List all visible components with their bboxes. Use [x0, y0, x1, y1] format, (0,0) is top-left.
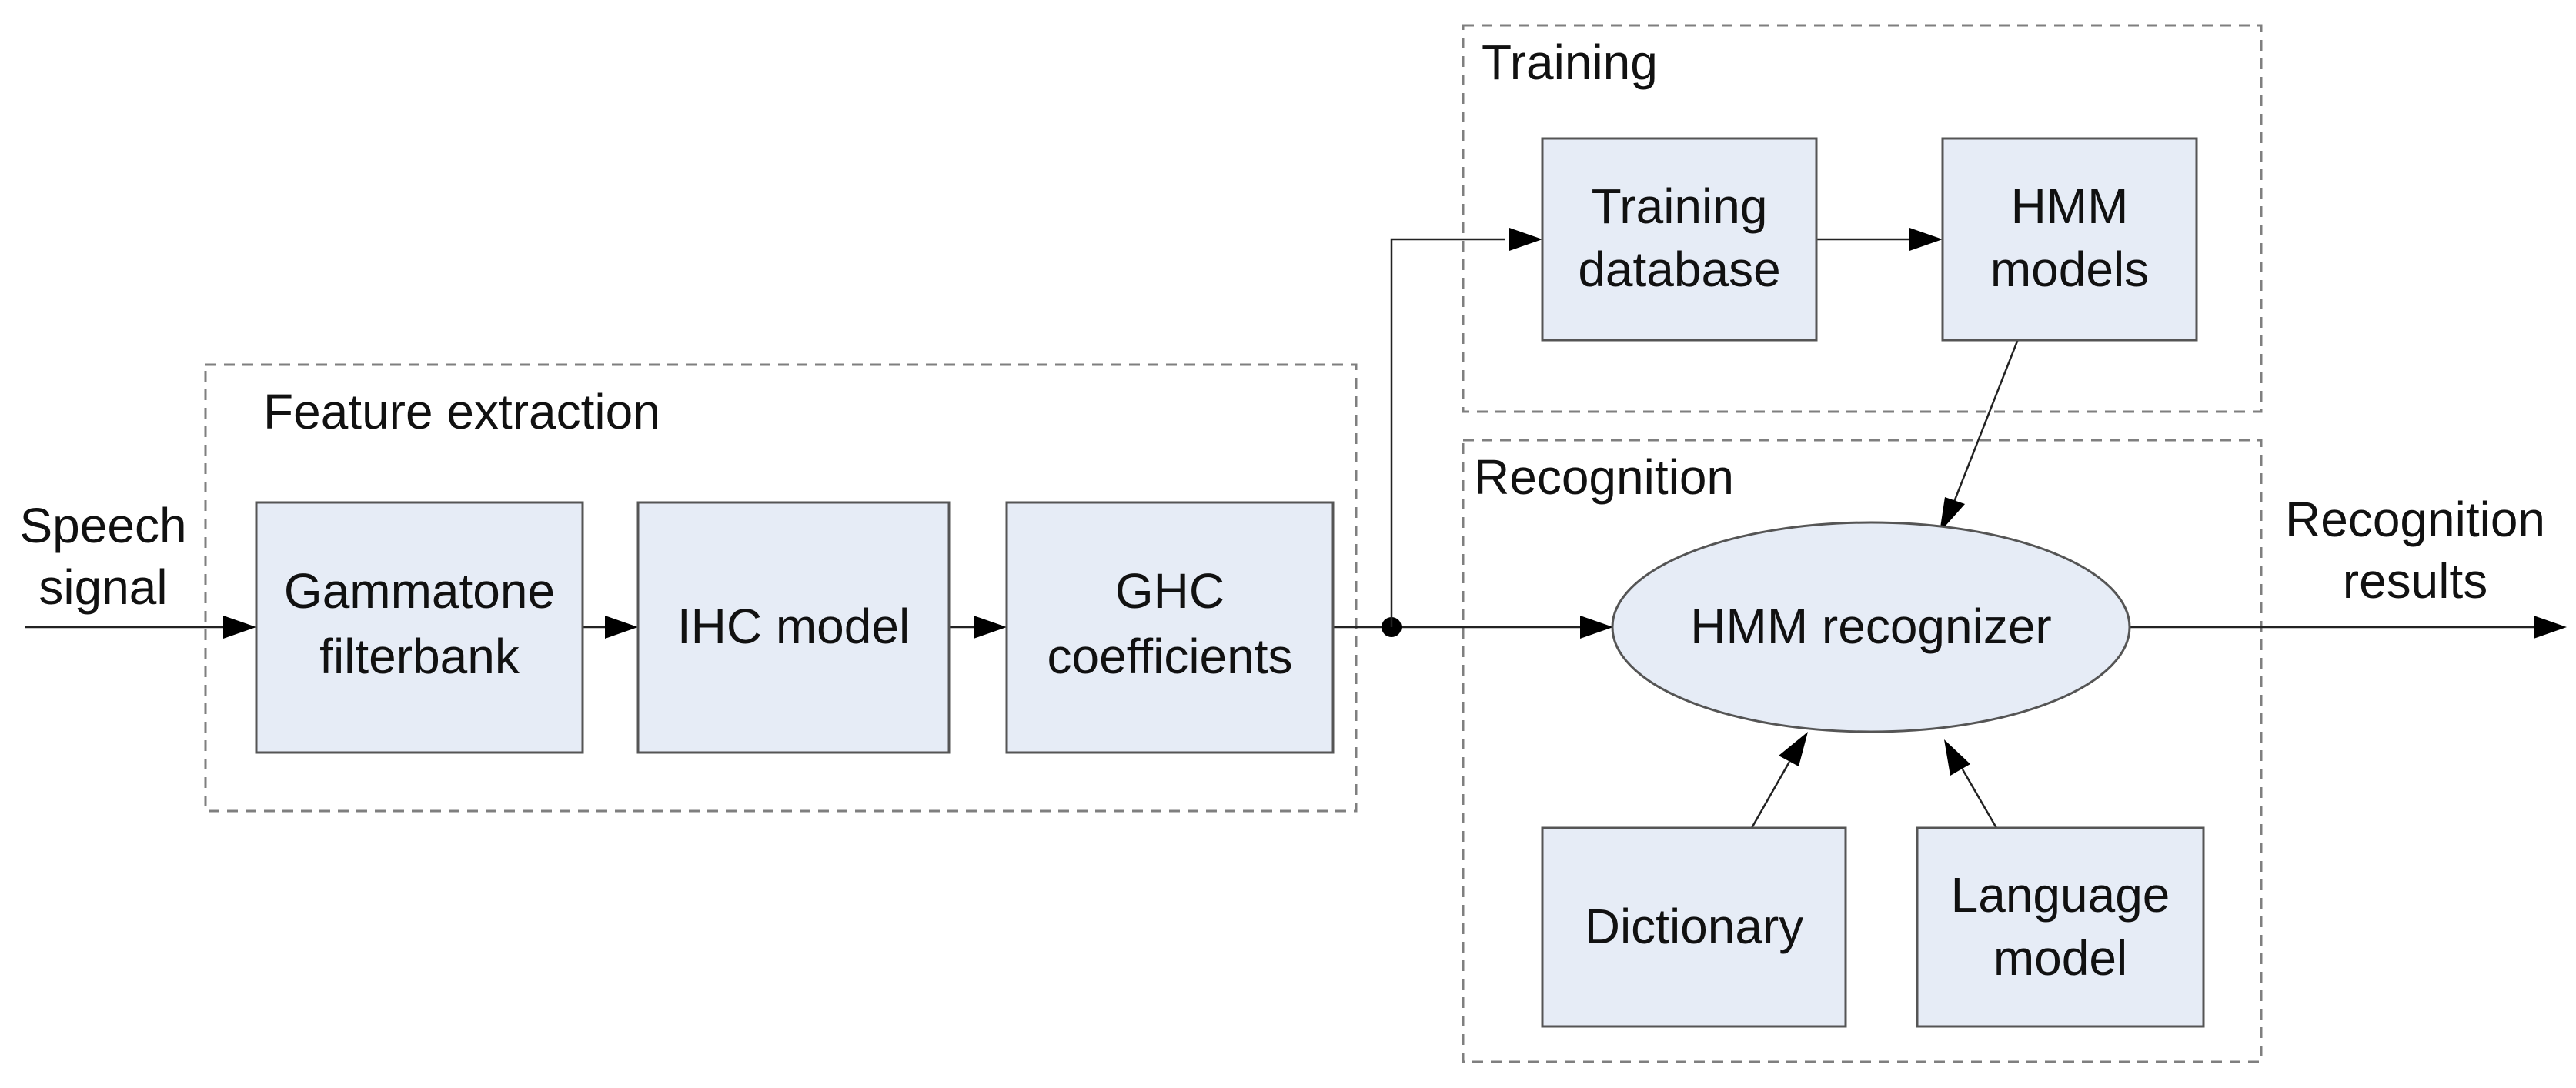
ghc-coefficients-block	[1005, 501, 1335, 754]
training-db-input-arrowhead	[1509, 228, 1542, 251]
dictionary-label: Dictionary	[1585, 899, 1804, 954]
ihc-model-block	[636, 501, 951, 754]
branch-to-training-wire	[1390, 238, 1505, 627]
language-model-to-recognizer-wire	[1961, 769, 1998, 829]
input-label-line2: signal	[38, 559, 167, 615]
ihc-input-arrowhead	[605, 616, 638, 639]
ghc-label-line2: coefficients	[1047, 629, 1293, 684]
dictionary-to-recognizer-wire	[1750, 761, 1791, 829]
training-database-label-line2: database	[1578, 242, 1780, 297]
output-arrowhead	[2534, 616, 2567, 639]
language-model-block	[1916, 826, 2205, 1028]
recognition-group	[1462, 439, 2263, 1063]
hmm-models-to-recognizer-wire	[1953, 339, 2020, 502]
output-label-line1: Recognition	[2285, 492, 2545, 547]
ghc-label-line1: GHC	[1115, 563, 1225, 619]
gammatone-label-line1: Gammatone	[284, 563, 555, 619]
recognizer-input-arrowhead	[1580, 616, 1613, 639]
hmm-models-input-arrowhead	[1909, 228, 1943, 251]
training-label: Training	[1482, 35, 1658, 90]
hmm-models-block	[1941, 137, 2198, 342]
gammatone-label-line2: filterbank	[319, 629, 520, 684]
recognition-label: Recognition	[1474, 449, 1734, 505]
output-label-line2: results	[2343, 553, 2488, 609]
feature-extraction-label: Feature extraction	[263, 384, 660, 439]
input-label-line1: Speech	[19, 498, 186, 553]
feature-extraction-group	[204, 363, 1358, 813]
hmm-recognizer-label: HMM recognizer	[1690, 599, 2051, 654]
training-database-label-line1: Training	[1592, 179, 1768, 234]
ihc-model-label: IHC model	[677, 599, 910, 654]
dictionary-block	[1541, 826, 1847, 1028]
ghc-input-arrowhead	[974, 616, 1007, 639]
training-database-block	[1541, 137, 1818, 342]
hmm-models-label-line1: HMM	[2011, 179, 2129, 234]
gammatone-filterbank-block	[255, 501, 584, 754]
recognizer-top-arrowhead	[1940, 497, 1965, 532]
gammatone-input-arrowhead	[223, 616, 256, 639]
language-model-label-line2: model	[1993, 930, 2127, 986]
recognizer-language-arrowhead	[1944, 739, 1970, 776]
recognizer-dictionary-arrowhead	[1779, 732, 1808, 766]
hmm-recognizer-node	[1611, 521, 2131, 733]
hmm-models-label-line2: models	[1990, 242, 2149, 297]
language-model-label-line1: Language	[1951, 867, 2170, 923]
